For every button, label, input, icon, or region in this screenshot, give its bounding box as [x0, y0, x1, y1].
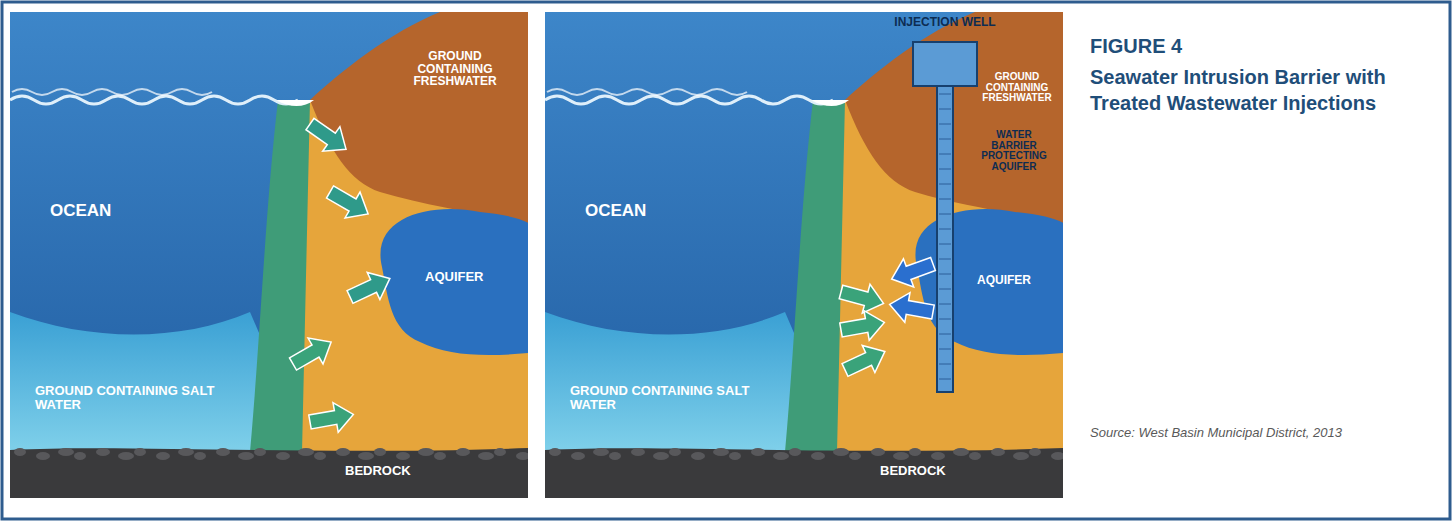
label-text: GROUND CONTAINING SALT WATER: [570, 384, 780, 411]
flow-arrow: [887, 250, 939, 293]
label-text: BEDROCK: [345, 464, 465, 478]
flow-arrow: [887, 290, 936, 327]
region-label: GROUND CONTAINING FRESHWATER: [390, 50, 520, 88]
flow-arrow: [307, 400, 356, 437]
well-head: [913, 42, 977, 86]
label-text: OCEAN: [585, 202, 725, 220]
label-text: OCEAN: [50, 202, 190, 220]
aquifer: [380, 209, 528, 355]
flow-arrow: [323, 179, 376, 227]
cross-section-panel: [10, 12, 540, 498]
label-text: GROUND CONTAINING FRESHWATER: [390, 50, 520, 88]
label-text: AQUIFER: [977, 274, 1063, 287]
flow-arrow: [837, 278, 887, 318]
label-text: BEDROCK: [880, 464, 1000, 478]
region-label: GROUND CONTAINING SALT WATER: [35, 384, 245, 411]
figure-number: FIGURE 4: [1090, 36, 1430, 57]
fresh-ground: [310, 12, 528, 227]
caption-text: Source: West Basin Municipal District, 2…: [1090, 424, 1420, 442]
label-text: INJECTION WELL: [875, 16, 1015, 29]
region-label: BEDROCK: [345, 464, 465, 478]
region-label: GROUND CONTAINING SALT WATER: [570, 384, 780, 411]
region-label: GROUND CONTAINING FRESHWATER: [973, 72, 1061, 104]
bedrock: [10, 448, 528, 498]
label-text: WATER BARRIER PROTECTING AQUIFER: [973, 130, 1055, 172]
region-label: WATER BARRIER PROTECTING AQUIFER: [973, 130, 1055, 172]
region-label: BEDROCK: [880, 464, 1000, 478]
flow-arrow: [839, 338, 892, 384]
title-text: Seawater Intrusion Barrier with Treated …: [1090, 64, 1430, 116]
flow-arrow: [286, 329, 339, 377]
flow-arrow: [301, 112, 354, 162]
label-text: AQUIFER: [425, 270, 525, 284]
bedrock: [545, 448, 1063, 498]
flow-arrow: [344, 265, 397, 311]
waves: [10, 96, 298, 104]
label-text: FIGURE 4: [1090, 36, 1430, 57]
well-pipe: [937, 82, 953, 392]
transition-zone: [250, 100, 312, 452]
source-caption: Source: West Basin Municipal District, 2…: [1090, 424, 1420, 442]
flow-arrow: [838, 308, 887, 345]
region-label: AQUIFER: [977, 274, 1063, 287]
region-label: OCEAN: [50, 202, 190, 220]
label-text: GROUND CONTAINING SALT WATER: [35, 384, 245, 411]
waves: [545, 96, 833, 104]
region-label: INJECTION WELL: [875, 16, 1015, 29]
figure-title: Seawater Intrusion Barrier with Treated …: [1090, 64, 1430, 116]
cross-section-panel: [545, 12, 1075, 498]
region-label: AQUIFER: [425, 270, 525, 284]
transition-zone: [785, 100, 847, 452]
region-label: OCEAN: [585, 202, 725, 220]
label-text: GROUND CONTAINING FRESHWATER: [973, 72, 1061, 104]
